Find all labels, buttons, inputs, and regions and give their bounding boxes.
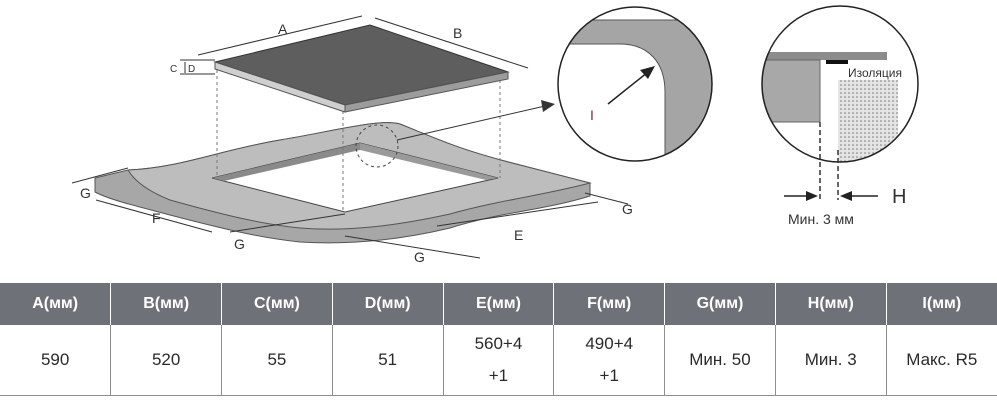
detail-marker <box>355 124 399 168</box>
header-b: B(мм) <box>110 283 222 325</box>
header-e: E(мм) <box>442 283 554 325</box>
value-a: 590 <box>0 325 111 396</box>
header-d: D(мм) <box>331 283 444 325</box>
label-a: A <box>278 21 288 37</box>
cutout-inner-wall-right <box>360 143 498 180</box>
value-e: 560+4+1 <box>442 325 554 396</box>
hob-edge-right <box>344 71 509 113</box>
label-g-bottom-2: G <box>414 249 425 265</box>
gap-label: Мин. 3 мм <box>788 211 854 227</box>
value-f: 490+4+1 <box>553 325 665 396</box>
spec-table-header-row: A(мм) B(мм) C(мм) D(мм) E(мм) F(мм) G(мм… <box>0 283 997 325</box>
header-h: H(мм) <box>774 283 887 325</box>
header-f: F(мм) <box>553 283 665 325</box>
hob-glass-top <box>213 24 510 106</box>
label-h: H <box>892 186 906 208</box>
installation-diagram: A B C D G F G G E G I <box>71 5 919 265</box>
spec-table: A(мм) B(мм) C(мм) D(мм) E(мм) F(мм) G(мм… <box>0 283 997 396</box>
projection-lines <box>216 70 501 212</box>
label-e: E <box>514 227 523 243</box>
dimension-lines <box>71 15 629 259</box>
value-i: Макс. R5 <box>885 325 997 396</box>
value-d: 51 <box>331 325 444 396</box>
gap-detail: Изоляция H Мин. 3 мм <box>761 5 919 227</box>
insulation-label: Изоляция <box>848 66 902 80</box>
header-i: I(мм) <box>885 283 997 325</box>
arrow-to-detail-icon <box>541 100 555 112</box>
header-a: A(мм) <box>0 283 111 325</box>
label-f: F <box>152 210 161 226</box>
spec-table-row: 590 520 55 51 560+4+1 490+4+1 Мин. 50 Ми… <box>0 325 997 396</box>
label-i: I <box>590 107 594 123</box>
corner-radius-detail: I <box>557 6 713 162</box>
header-g: G(мм) <box>664 283 776 325</box>
label-c: C <box>170 64 177 75</box>
label-g-left: G <box>80 185 91 201</box>
header-c: C(мм) <box>221 283 333 325</box>
value-g: Мин. 50 <box>664 325 776 396</box>
label-b: B <box>453 25 462 41</box>
label-g-bottom: G <box>234 236 245 252</box>
label-d: D <box>188 64 195 75</box>
value-b: 520 <box>110 325 222 396</box>
value-h: Мин. 3 <box>774 325 887 396</box>
label-g-right: G <box>622 201 633 217</box>
value-c: 55 <box>221 325 333 396</box>
cutout-inner-wall <box>212 143 360 181</box>
